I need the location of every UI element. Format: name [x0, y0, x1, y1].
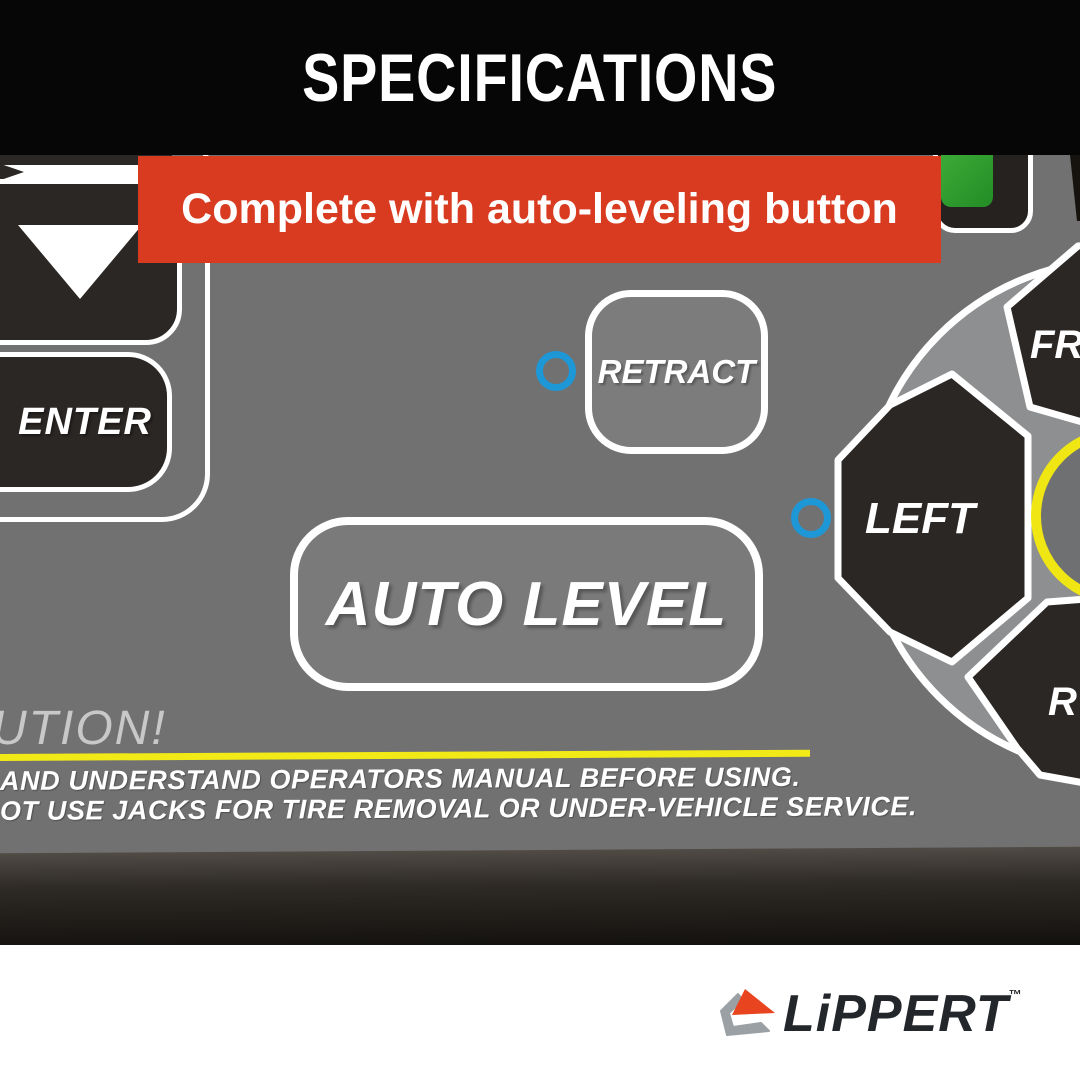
- green-indicator-button[interactable]: [941, 155, 993, 207]
- direction-pad-cluster: FR LEFT R: [834, 240, 1080, 800]
- enter-button-label: ENTER: [18, 400, 152, 443]
- center-level-button[interactable]: [1031, 432, 1080, 600]
- auto-level-button-label: AUTO LEVEL: [325, 569, 728, 639]
- rear-button[interactable]: [964, 592, 1080, 800]
- left-indicator-ring: [791, 498, 831, 538]
- page-title: SPECIFICATIONS: [302, 39, 778, 116]
- callout-banner-text: Complete with auto-leveling button: [181, 185, 898, 233]
- front-button[interactable]: [1003, 240, 1080, 450]
- auto-level-button[interactable]: AUTO LEVEL: [290, 517, 763, 691]
- trademark-symbol: ™: [1008, 987, 1023, 1002]
- lippert-logo-icon: [720, 989, 775, 1036]
- brand-wordmark: LiPPERT™: [783, 985, 1023, 1043]
- rear-button-label: R: [1048, 680, 1077, 724]
- keypad-divider: [0, 165, 178, 180]
- down-arrow-icon: [18, 225, 142, 299]
- panel-bottom-bezel: [0, 846, 1080, 945]
- panel-corner-shadow: [1070, 155, 1080, 221]
- retract-button-label: RETRACT: [597, 353, 756, 390]
- keypad-divider-notch: [0, 163, 24, 181]
- brand-name: LiPPERT: [783, 985, 1009, 1043]
- keypad-group-outline: [0, 155, 210, 522]
- callout-banner: Complete with auto-leveling button: [138, 156, 941, 263]
- retract-indicator-ring: [536, 351, 576, 391]
- retract-button[interactable]: RETRACT: [585, 290, 768, 454]
- enter-button[interactable]: ENTER: [0, 352, 172, 492]
- control-panel-photo: ENTER RETRACT AUTO LEVEL FR LEFT R: [0, 155, 1080, 945]
- up-button-partial[interactable]: [0, 155, 172, 167]
- left-button[interactable]: [834, 370, 1032, 666]
- left-button-label: LEFT: [865, 494, 978, 543]
- front-button-label: FR: [1030, 323, 1080, 367]
- header-bar: SPECIFICATIONS: [0, 0, 1080, 155]
- caution-heading: UTION!: [0, 702, 167, 755]
- caution-text-line2: OT USE JACKS FOR TIRE REMOVAL OR UNDER-V…: [0, 791, 918, 826]
- brand-logo: LiPPERT™: [709, 984, 1023, 1044]
